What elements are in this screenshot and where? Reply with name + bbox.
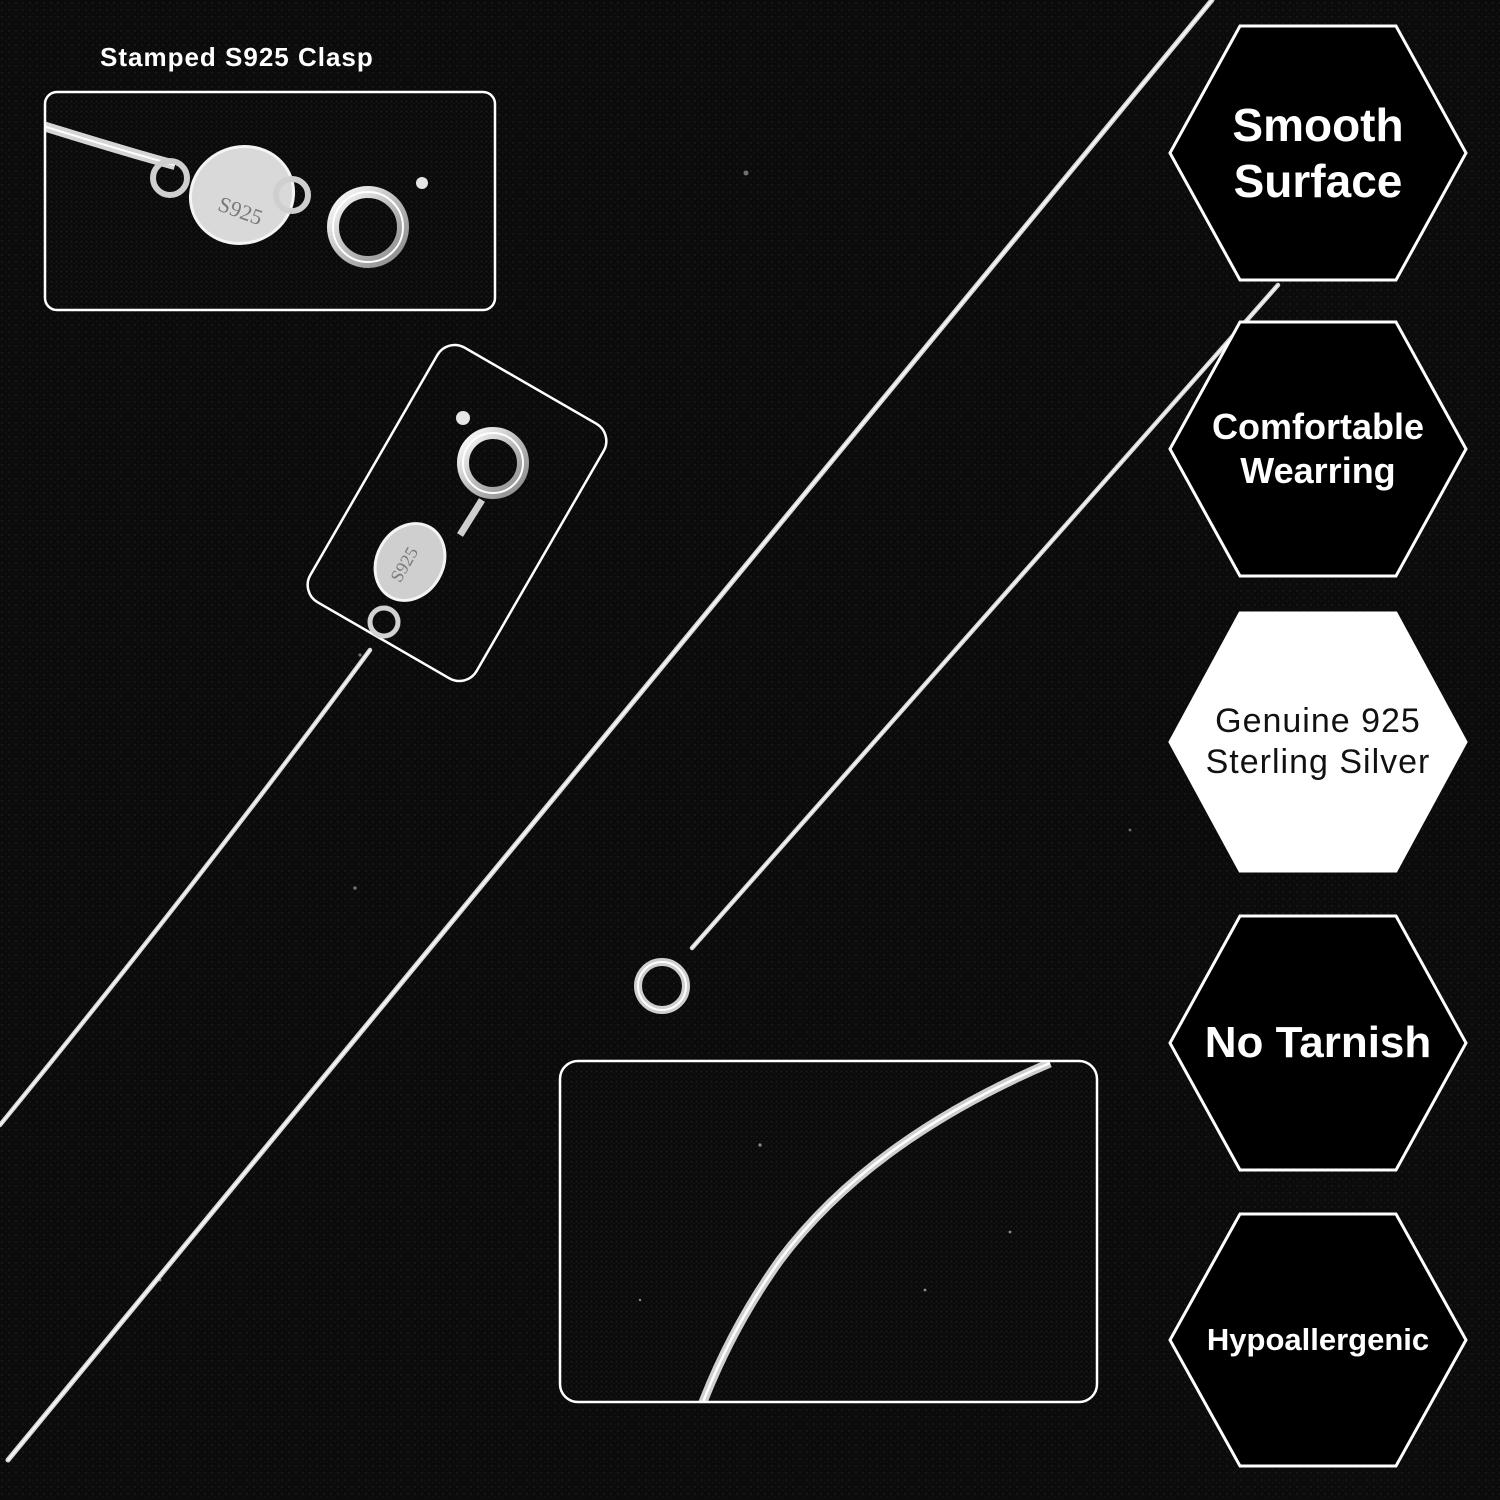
hexagon-shape (1168, 320, 1468, 578)
badge-label: Smooth Surface (1232, 98, 1404, 207)
clasp-caption: Stamped S925 Clasp (100, 42, 374, 72)
badge-label: No Tarnish (1204, 1018, 1432, 1068)
badge-comfortable-wearing: Comfortable Wearring (1168, 320, 1468, 578)
badge-label: Comfortable Wearring (1211, 406, 1424, 491)
end-ring (634, 958, 690, 1014)
badge-smooth-surface: Smooth Surface (1168, 24, 1468, 282)
hexagon-shape (1168, 611, 1468, 873)
badge-label: Hypoallergenic (1206, 1322, 1430, 1358)
clasp-inset: S925 (43, 90, 497, 312)
chain-texture-inset (558, 1059, 1099, 1404)
clasp-middle: S925 (367, 411, 529, 639)
hexagon-shape (1168, 24, 1468, 282)
hexagon-shape (1168, 914, 1468, 1172)
badge-genuine-silver: Genuine 925 Sterling Silver (1168, 611, 1468, 873)
badge-hypoallergenic: Hypoallergenic (1168, 1212, 1468, 1468)
hexagon-shape (1168, 1212, 1468, 1468)
necklace-chain (0, 0, 1281, 1463)
badge-label: Genuine 925 Sterling Silver (1205, 701, 1431, 781)
badge-no-tarnish: No Tarnish (1168, 914, 1468, 1172)
clasp-closeup-frame (306, 343, 608, 683)
